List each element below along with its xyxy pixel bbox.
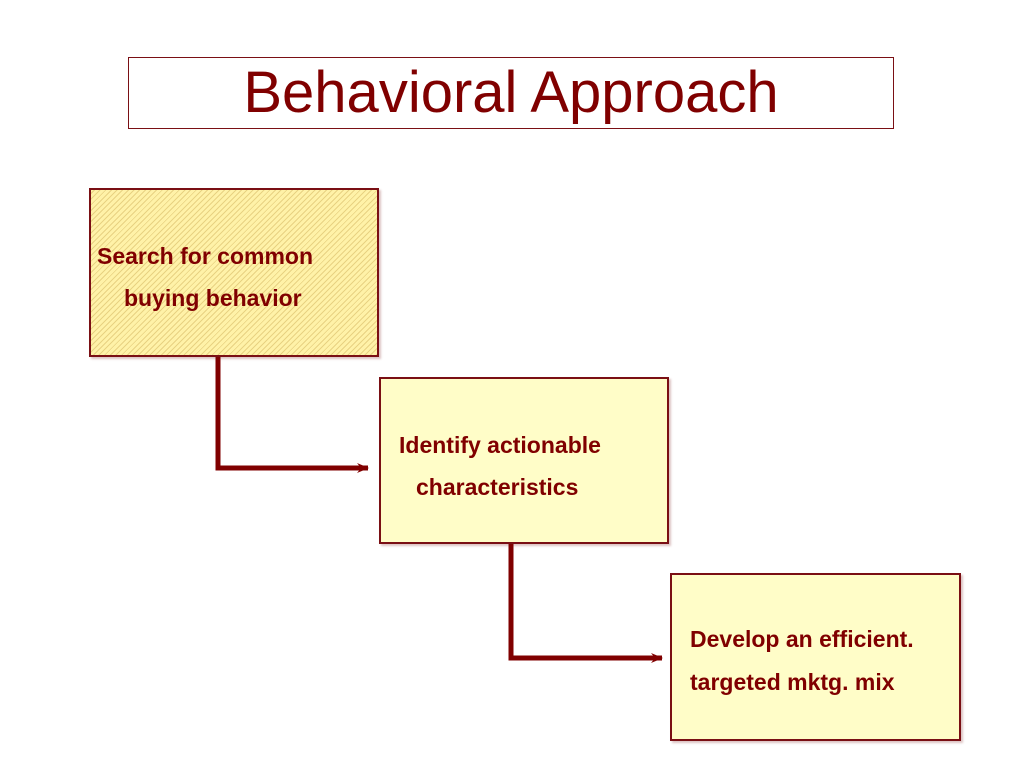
connector-arrow-1 [215,357,369,473]
page-title: Behavioral Approach [243,60,779,125]
step-box-develop-marketing-mix: Develop an efficient. targeted mktg. mix [670,573,961,741]
title-box: Behavioral Approach [128,57,894,129]
step-2-line-1: Identify actionable [399,432,601,458]
step-2-line-2: characteristics [416,474,579,500]
step-3-line-1: Develop an efficient. [690,626,914,652]
step-box-identify-characteristics: Identify actionable characteristics [379,377,669,544]
step-1-line-2: buying behavior [124,285,302,311]
connector-arrow-2 [508,544,663,663]
step-1-line-1: Search for common [97,243,313,269]
step-3-line-2: targeted mktg. mix [690,669,895,695]
step-box-search-buying-behavior: Search for common buying behavior [89,188,379,357]
